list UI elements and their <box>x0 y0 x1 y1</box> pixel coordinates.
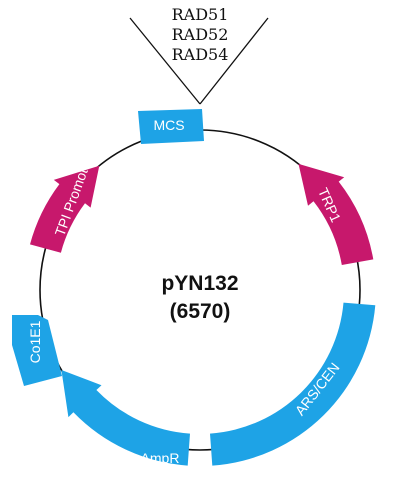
insert-gene-label: RAD54 <box>172 45 229 64</box>
mcs-feature <box>138 109 204 144</box>
insert-gene-label: RAD52 <box>172 25 229 44</box>
co1e1-label: Co1E1 <box>27 320 43 363</box>
ampr-feature <box>61 370 191 466</box>
plasmid-size: (6570) <box>170 300 231 323</box>
insert-gene-label: RAD51 <box>172 5 229 24</box>
ars-cen-feature <box>210 302 376 466</box>
insert-line-left <box>129 17 201 105</box>
ampr-label: AmpR <box>141 450 180 466</box>
co1e1-feature <box>12 315 62 386</box>
trp1-feature <box>298 163 374 265</box>
mcs-label: MCS <box>153 117 184 133</box>
insert-lines <box>129 17 269 105</box>
plasmid-name: pYN132 <box>161 272 238 295</box>
insert-line-right <box>199 17 269 105</box>
feature-layer <box>12 109 376 466</box>
tpi-promoter-feature <box>30 165 100 253</box>
